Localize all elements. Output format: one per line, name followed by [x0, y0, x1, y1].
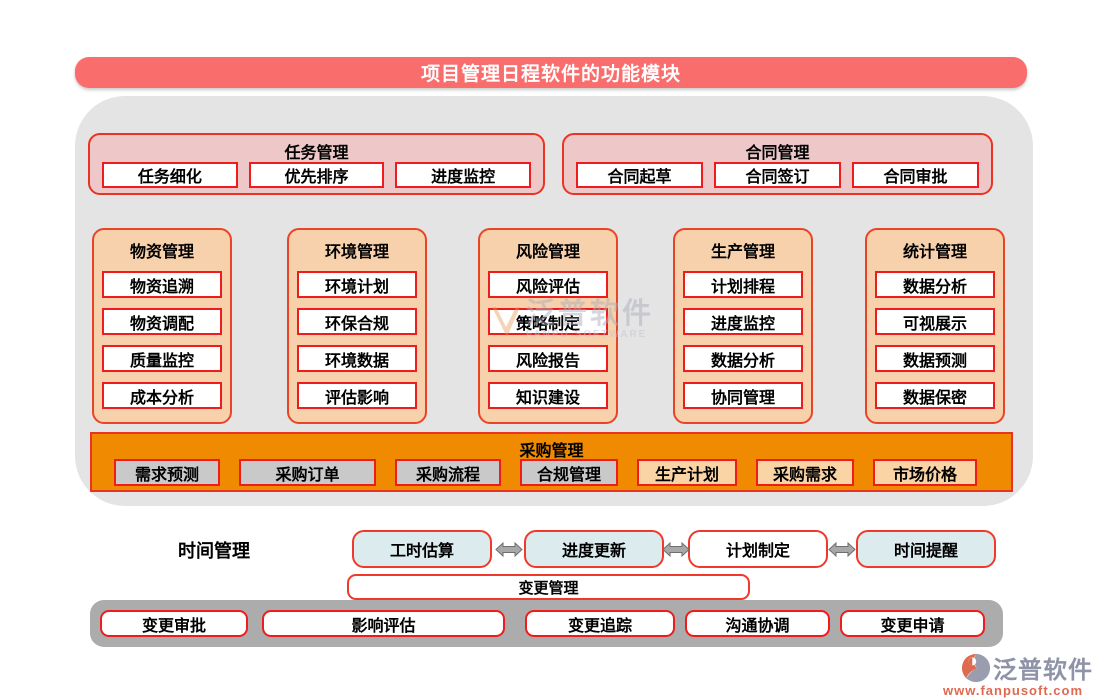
module-box: 合同审批 [852, 162, 979, 188]
section-items: 合同起草 合同签订 合同审批 [576, 162, 979, 188]
module-box: 合同起草 [576, 162, 703, 188]
logo-name: 泛普软件 [993, 657, 1093, 684]
procurement-management-bar: 采购管理 需求预测 采购订单 采购流程 合规管理 生产计划 采购需求 市场价格 [90, 432, 1013, 492]
module-box: 协同管理 [683, 382, 803, 409]
environment-management-column: 环境管理 环境计划 环保合规 环境数据 评估影响 [287, 228, 427, 424]
module-box: 变更申请 [840, 610, 985, 637]
module-box: 数据分析 [875, 271, 995, 298]
module-box: 数据分析 [683, 345, 803, 372]
statistics-management-column: 统计管理 数据分析 可视展示 数据预测 数据保密 [865, 228, 1005, 424]
module-box: 任务细化 [102, 162, 238, 188]
flow-step: 时间提醒 [856, 530, 996, 568]
module-box: 合同签订 [714, 162, 841, 188]
module-box: 数据保密 [875, 382, 995, 409]
task-management-section: 任务管理 任务细化 优先排序 进度监控 [88, 133, 545, 195]
column-title: 统计管理 [902, 244, 967, 261]
module-box: 数据预测 [875, 345, 995, 372]
module-box: 环境数据 [297, 345, 417, 372]
risk-management-column: 风险管理 风险评估 策略制定 风险报告 知识建设 [478, 228, 618, 424]
module-box: 环保合规 [297, 308, 417, 335]
logo-url: www.fanpusoft.com [942, 683, 1084, 698]
double-arrow-icon [495, 541, 523, 558]
column-title: 物资管理 [129, 244, 194, 261]
module-box: 物资追溯 [102, 271, 222, 298]
module-box: 质量监控 [102, 345, 222, 372]
flow-step: 工时估算 [352, 530, 492, 568]
column-title: 环境管理 [324, 244, 389, 261]
fanpu-logo-icon [961, 653, 991, 682]
column-title: 生产管理 [710, 244, 775, 261]
module-box: 合规管理 [520, 459, 618, 486]
section-title: 合同管理 [745, 145, 810, 162]
module-box: 策略制定 [488, 308, 608, 335]
page-title: 项目管理日程软件的功能模块 [75, 57, 1027, 88]
bar-title: 采购管理 [519, 443, 584, 460]
module-box: 生产计划 [637, 459, 737, 486]
module-box: 沟通协调 [685, 610, 830, 637]
logo-row: 泛普软件 [933, 650, 1093, 685]
module-box: 进度监控 [395, 162, 532, 188]
module-box: 优先排序 [248, 162, 385, 188]
module-box: 环境计划 [297, 271, 417, 298]
module-box: 变更追踪 [525, 610, 675, 637]
module-box: 变更审批 [100, 610, 248, 637]
contract-management-section: 合同管理 合同起草 合同签订 合同审批 [562, 133, 993, 195]
change-management-title: 变更管理 [347, 574, 750, 600]
flow-step: 进度更新 [524, 530, 664, 568]
column-title: 风险管理 [515, 244, 580, 261]
material-management-column: 物资管理 物资追溯 物资调配 质量监控 成本分析 [92, 228, 232, 424]
double-arrow-icon [828, 541, 856, 558]
module-box: 风险评估 [488, 271, 608, 298]
module-box: 进度监控 [683, 308, 803, 335]
module-box: 采购需求 [756, 459, 854, 486]
bar-items: 需求预测 采购订单 采购流程 合规管理 生产计划 采购需求 市场价格 [114, 459, 977, 486]
module-box: 成本分析 [102, 382, 222, 409]
section-title: 任务管理 [284, 145, 349, 162]
flow-step: 计划制定 [688, 530, 828, 568]
module-box: 需求预测 [114, 459, 220, 486]
module-box: 采购流程 [395, 459, 501, 486]
module-box: 可视展示 [875, 308, 995, 335]
fanpu-logo: 泛普软件 www.fanpusoft.com [933, 650, 1093, 698]
module-box: 评估影响 [297, 382, 417, 409]
module-box: 采购订单 [239, 459, 376, 486]
module-box: 物资调配 [102, 308, 222, 335]
module-box: 市场价格 [873, 459, 977, 486]
section-items: 任务细化 优先排序 进度监控 [102, 162, 532, 188]
production-management-column: 生产管理 计划排程 进度监控 数据分析 协同管理 [673, 228, 813, 424]
change-management-bar: 变更审批 影响评估 变更追踪 沟通协调 变更申请 [90, 600, 1003, 647]
module-box: 计划排程 [683, 271, 803, 298]
module-box: 风险报告 [488, 345, 608, 372]
double-arrow-icon [662, 541, 690, 558]
module-box: 知识建设 [488, 382, 608, 409]
module-box: 影响评估 [262, 610, 505, 637]
time-management-label: 时间管理 [178, 541, 250, 561]
